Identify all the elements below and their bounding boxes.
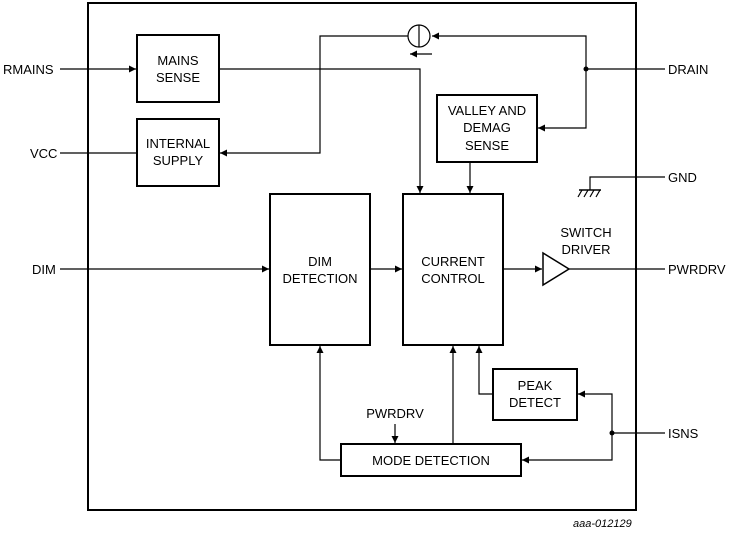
pin-drain: DRAIN: [668, 62, 708, 77]
internal-supply-block: [136, 118, 220, 187]
valley-demag-label-2: DEMAG: [463, 120, 511, 135]
valley-demag-sense-block: [436, 94, 538, 163]
mode-detection-label: MODE DETECTION: [372, 453, 490, 468]
wire-isns-to-peak: [578, 390, 613, 433]
peak-detect-block: [492, 368, 578, 421]
wire-drain-to-source: [432, 32, 587, 69]
wire-drain-to-valley: [538, 69, 587, 132]
mains-sense-label-1: MAINS: [157, 53, 199, 68]
wire-mains-to-current: [219, 68, 424, 193]
pwrdrv-internal-label: PWRDRV: [366, 406, 424, 421]
dim-detection-label-1: DIM: [308, 254, 332, 269]
valley-demag-label-3: SENSE: [465, 138, 509, 153]
current-control-block: [402, 193, 504, 346]
wire-source-to-supply: [220, 35, 408, 157]
pin-dim: DIM: [32, 262, 56, 277]
switch-driver-buffer-icon: [542, 251, 571, 287]
wire-peak-to-current: [475, 346, 493, 395]
peak-detect-label-1: PEAK: [518, 378, 553, 393]
wire-isns-to-mode: [522, 433, 613, 464]
pin-pwrdrv: PWRDRV: [668, 262, 726, 277]
figure-reference: aaa-012129: [573, 518, 632, 530]
peak-detect-label-2: DETECT: [509, 395, 561, 410]
internal-supply-label-2: SUPPLY: [153, 153, 204, 168]
dim-detection-label-2: DETECTION: [282, 271, 357, 286]
internal-supply-label-1: INTERNAL: [146, 136, 210, 151]
pin-isns: ISNS: [668, 426, 699, 441]
pin-rmains: RMAINS: [3, 62, 54, 77]
mains-sense-label-2: SENSE: [156, 70, 200, 85]
current-control-label-1: CURRENT: [421, 254, 485, 269]
dim-detection-block: [269, 193, 371, 346]
switch-driver-label-2: DRIVER: [561, 242, 610, 257]
ic-boundary: [87, 2, 637, 511]
pin-vcc: VCC: [30, 146, 57, 161]
pin-gnd: GND: [668, 170, 697, 185]
wire-gnd: [589, 176, 665, 190]
switch-driver-label-1: SWITCH: [560, 225, 611, 240]
valley-demag-label-1: VALLEY AND: [448, 103, 526, 118]
wire-mode-to-dim: [316, 346, 341, 461]
mains-sense-block: [136, 34, 220, 103]
current-control-label-2: CONTROL: [421, 271, 485, 286]
